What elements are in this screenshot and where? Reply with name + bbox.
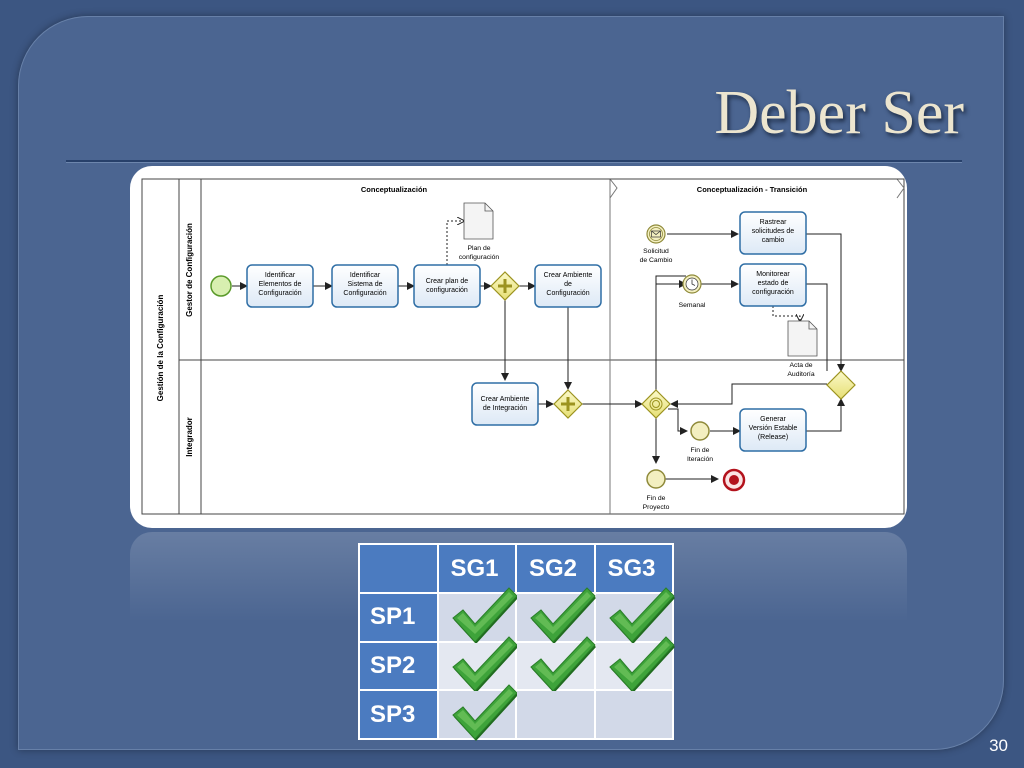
task-monitorear-estado: Monitorear estado de configuración xyxy=(739,263,807,307)
task-rastrear-solicitudes: Rastrear solicitudes de cambio xyxy=(739,211,807,255)
matrix-row: SP3 xyxy=(358,684,674,742)
svg-text:Generar: Generar xyxy=(760,416,786,423)
task-generar-version: Generar Versión Estable (Release) xyxy=(739,408,807,452)
svg-text:Monitorear: Monitorear xyxy=(756,271,790,278)
timer-event-icon xyxy=(682,274,702,294)
event-label-solicitud: Solicitud xyxy=(643,248,669,255)
data-associations xyxy=(446,221,800,321)
svg-text:solicitudes de: solicitudes de xyxy=(752,228,795,235)
matrix-cell xyxy=(515,635,596,693)
end-event-fin-proyecto xyxy=(646,469,666,489)
event-label-fin-de-proyecto: Fin de xyxy=(647,495,666,502)
svg-text:Elementos de: Elementos de xyxy=(259,281,302,288)
svg-text:configuración: configuración xyxy=(752,289,794,296)
svg-text:de Integración: de Integración xyxy=(483,405,527,412)
column-header: SG3 xyxy=(593,543,674,594)
goals-practices-matrix: SG1 SG2 SG3 SP1 SP2 SP3 xyxy=(358,543,675,742)
exclusive-gateway-merge xyxy=(826,370,856,400)
pool-label: Gestión de la Configuración xyxy=(156,295,165,402)
event-based-gateway xyxy=(641,389,671,419)
page-number: 30 xyxy=(989,736,1008,755)
parallel-gateway-join xyxy=(553,389,583,419)
lane-label-gestor: Gestor de Configuración xyxy=(185,223,194,317)
event-label-semanal: Semanal xyxy=(679,302,706,309)
event-label-fin-de-iteracion: Fin de xyxy=(691,447,710,454)
event-label-iteracion: Iteración xyxy=(687,456,713,463)
task-crear-plan: Crear plan de configuración xyxy=(413,264,481,308)
terminate-end-event-icon xyxy=(722,468,746,492)
svg-text:Identificar: Identificar xyxy=(265,272,296,279)
artifact-label-auditoria: Auditoría xyxy=(787,371,814,378)
task-identificar-elementos: Identificar Elementos de Configuración xyxy=(246,264,314,308)
row-header: SP1 xyxy=(358,592,439,643)
lane-label-integrador: Integrador xyxy=(185,417,194,457)
matrix-header-row: SG1 SG2 SG3 xyxy=(358,543,674,594)
column-header: SG2 xyxy=(515,543,596,594)
matrix-cell xyxy=(515,689,596,740)
document-artifact-acta xyxy=(787,320,818,357)
artifact-label-plan-de: Plan de xyxy=(467,245,490,252)
svg-text:cambio: cambio xyxy=(762,237,785,244)
pool xyxy=(141,178,905,515)
bpmn-diagram: Gestión de la Configuración Gestor de Co… xyxy=(130,166,907,528)
bpmn-canvas: Gestión de la Configuración Gestor de Co… xyxy=(141,178,905,515)
task-crear-ambiente-configuracion: Crear Ambiente de Configuración xyxy=(534,264,602,308)
matrix-cell xyxy=(436,684,518,742)
svg-text:configuración: configuración xyxy=(426,287,468,294)
svg-text:Identificar: Identificar xyxy=(350,272,381,279)
title-divider xyxy=(66,160,962,163)
svg-text:(Release): (Release) xyxy=(758,434,788,441)
document-artifact-plan xyxy=(463,202,494,240)
start-event xyxy=(210,275,232,297)
svg-text:Crear Ambiente: Crear Ambiente xyxy=(544,272,593,279)
matrix-cell xyxy=(593,689,674,740)
row-header: SP3 xyxy=(358,689,439,740)
svg-text:Versión Estable: Versión Estable xyxy=(749,425,798,432)
event-label-proyecto: Proyecto xyxy=(643,504,670,511)
svg-text:estado de: estado de xyxy=(758,280,789,287)
task-identificar-sistema: Identificar Sistema de Configuración xyxy=(331,264,399,308)
svg-text:Configuración: Configuración xyxy=(546,290,589,297)
svg-text:de: de xyxy=(564,281,572,288)
phase-label-conceptualizacion: Conceptualización xyxy=(361,185,428,194)
matrix-cell xyxy=(593,587,675,644)
phase-label-transicion: Conceptualización - Transición xyxy=(697,185,808,194)
matrix-row: SP1 xyxy=(358,587,675,644)
matrix-cell xyxy=(436,635,518,693)
svg-text:Rastrear: Rastrear xyxy=(760,219,788,226)
column-header: SG1 xyxy=(436,543,517,594)
matrix-cell xyxy=(515,587,596,644)
message-event-icon xyxy=(646,224,666,244)
end-event-fin-iteracion xyxy=(690,421,710,441)
sequence-flows xyxy=(232,230,845,483)
artifact-label-configuracion: configuración xyxy=(459,254,500,261)
svg-text:Sistema de: Sistema de xyxy=(347,281,382,288)
task-crear-ambiente-integracion: Crear Ambiente de Integración xyxy=(471,382,539,426)
matrix-cell xyxy=(593,635,675,693)
svg-text:Crear Ambiente: Crear Ambiente xyxy=(481,396,530,403)
svg-text:Crear plan de: Crear plan de xyxy=(426,278,469,285)
svg-text:Configuración: Configuración xyxy=(258,290,301,297)
event-label-de-cambio: de Cambio xyxy=(640,257,673,264)
matrix-row: SP2 xyxy=(358,635,675,693)
slide-title: Deber Ser xyxy=(714,79,964,147)
artifact-label-acta-de: Acta de xyxy=(789,362,812,369)
parallel-gateway-split xyxy=(490,271,520,301)
matrix-corner-cell xyxy=(358,543,439,594)
row-header: SP2 xyxy=(358,640,439,692)
svg-text:Configuración: Configuración xyxy=(343,290,386,297)
matrix-cell xyxy=(436,587,518,644)
